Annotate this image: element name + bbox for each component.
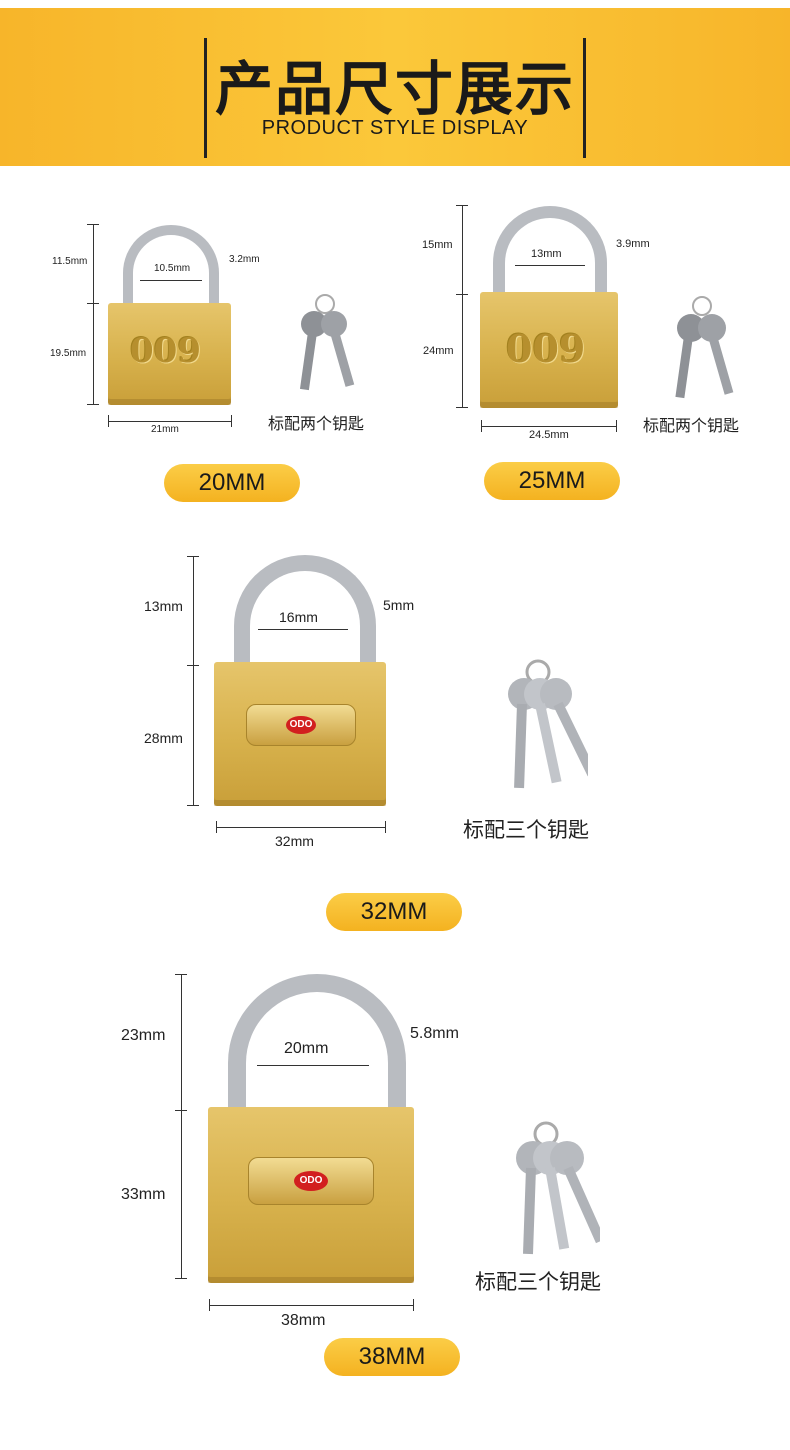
lock-logo: 009 xyxy=(506,326,586,371)
brand-seal: ODO xyxy=(294,1171,328,1191)
dim-body-height: 33mm xyxy=(121,1186,166,1203)
dim-shackle-height: 15mm xyxy=(422,239,453,251)
key-icon xyxy=(508,659,588,789)
dim-body-height: 24mm xyxy=(423,345,454,357)
dim-body-width: 21mm xyxy=(151,424,179,435)
brand-seal: ODO xyxy=(286,716,316,734)
padlock-shackle xyxy=(123,225,219,315)
dim-body-width: 38mm xyxy=(281,1312,326,1329)
size-badge-32mm: 32MM xyxy=(326,893,462,931)
dim-shackle-height: 23mm xyxy=(121,1027,166,1044)
dim-body-width: 24.5mm xyxy=(529,429,569,441)
banner-divider-left xyxy=(204,38,207,158)
dim-inner-width: 16mm xyxy=(279,609,318,625)
banner-divider-right xyxy=(583,38,586,158)
dim-shackle-height: 13mm xyxy=(144,598,183,614)
page-subtitle: PRODUCT STYLE DISPLAY xyxy=(261,117,529,139)
size-badge-20mm: 20MM xyxy=(164,464,300,502)
size-badge-38mm: 38MM xyxy=(324,1338,460,1376)
dim-inner-width: 20mm xyxy=(284,1040,329,1057)
key-icon xyxy=(516,1121,600,1255)
brand-plate: ODO xyxy=(246,704,356,746)
keys-caption: 标配三个钥匙 xyxy=(463,819,589,842)
dim-shackle-height: 11.5mm xyxy=(52,256,88,267)
key-icon xyxy=(675,296,734,399)
dim-body-height: 28mm xyxy=(144,730,183,746)
dim-inner-width: 13mm xyxy=(531,248,562,260)
dim-inner-width: 10.5mm xyxy=(154,263,191,274)
keys-caption: 标配三个钥匙 xyxy=(475,1271,601,1294)
dim-body-height: 19.5mm xyxy=(50,348,87,359)
keys-caption: 标配两个钥匙 xyxy=(268,416,365,433)
padlock-icon: ODO xyxy=(214,662,386,806)
dim-shackle-diameter: 3.2mm xyxy=(229,254,260,265)
brand-plate: ODO xyxy=(248,1157,374,1205)
dim-shackle-diameter: 3.9mm xyxy=(616,238,650,250)
size-badge-25mm: 25MM xyxy=(484,462,620,500)
page-title: 产品尺寸展示 xyxy=(214,55,575,123)
lock-logo: 009 xyxy=(130,331,201,371)
key-icon xyxy=(299,294,355,391)
dim-shackle-diameter: 5.8mm xyxy=(410,1025,459,1042)
keys-caption: 标配两个钥匙 xyxy=(643,418,740,435)
dim-shackle-diameter: 5mm xyxy=(383,597,415,613)
dim-body-width: 32mm xyxy=(275,833,314,849)
padlock-icon: 009 xyxy=(108,303,231,405)
padlock-icon: ODO xyxy=(208,1107,414,1283)
padlock-icon: 009 xyxy=(480,292,618,408)
header-banner xyxy=(0,8,790,166)
